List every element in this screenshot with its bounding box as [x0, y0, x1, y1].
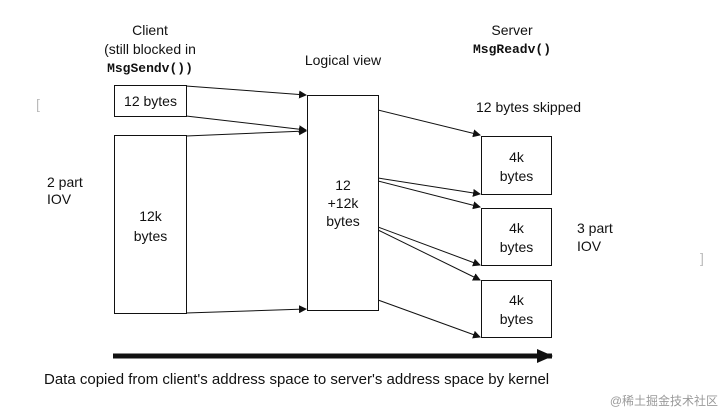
server-title: Server	[491, 22, 533, 38]
arrow-small-bottom	[185, 115, 307, 134]
arrow-s3-top	[377, 229, 481, 281]
server-box-3-label-1: 4k	[509, 292, 524, 308]
client-small-box	[114, 85, 187, 117]
client-large-box-label-1: 12k	[139, 208, 162, 224]
server-box-2	[481, 208, 552, 266]
server-box-2-label-1: 4k	[509, 220, 524, 236]
server-box-1	[481, 136, 552, 195]
server-box-1-label-1: 4k	[509, 149, 524, 165]
logical-view-title: Logical view	[304, 52, 382, 68]
server-box-1-label-2: bytes	[499, 168, 534, 184]
arrow-large-top	[185, 127, 307, 137]
right-iov-label-1: 3 part	[577, 220, 613, 236]
client-title: Client	[132, 22, 168, 38]
left-iov-label-2: IOV	[47, 191, 72, 207]
server-box-3	[481, 280, 552, 338]
client-function-name: MsgSendv())	[107, 61, 193, 76]
arrow-s2-top	[377, 180, 481, 210]
client-large-box	[114, 135, 187, 314]
logical-view-box	[307, 95, 379, 311]
logical-view-line-2: +12k	[327, 195, 359, 211]
server-box-3-label-2: bytes	[499, 311, 534, 327]
arrow-skip	[377, 109, 481, 138]
arrow-large-bottom	[185, 305, 307, 314]
right-bracket-mark: ]	[700, 250, 704, 266]
left-bracket-mark: [	[36, 96, 40, 112]
client-subtitle: (still blocked in	[104, 41, 196, 57]
right-iov-label-2: IOV	[577, 238, 602, 254]
arrow-small-top	[185, 85, 307, 99]
left-iov-label-1: 2 part	[47, 174, 83, 190]
watermark: @稀土掘金技术社区	[609, 394, 718, 408]
caption: Data copied from client's address space …	[44, 371, 550, 388]
logical-view-line-3: bytes	[326, 213, 360, 229]
arrow-s2-bottom	[377, 226, 481, 267]
logical-view-line-1: 12	[335, 177, 351, 193]
client-large-box-label-2: bytes	[133, 228, 168, 244]
server-box-2-label-2: bytes	[499, 239, 534, 255]
server-function-name: MsgReadv()	[472, 42, 551, 57]
arrow-s1-bottom	[377, 177, 481, 197]
arrow-s3-bottom	[377, 299, 481, 339]
client-small-box-label: 12 bytes	[124, 93, 177, 109]
skipped-label: 12 bytes skipped	[476, 99, 582, 115]
